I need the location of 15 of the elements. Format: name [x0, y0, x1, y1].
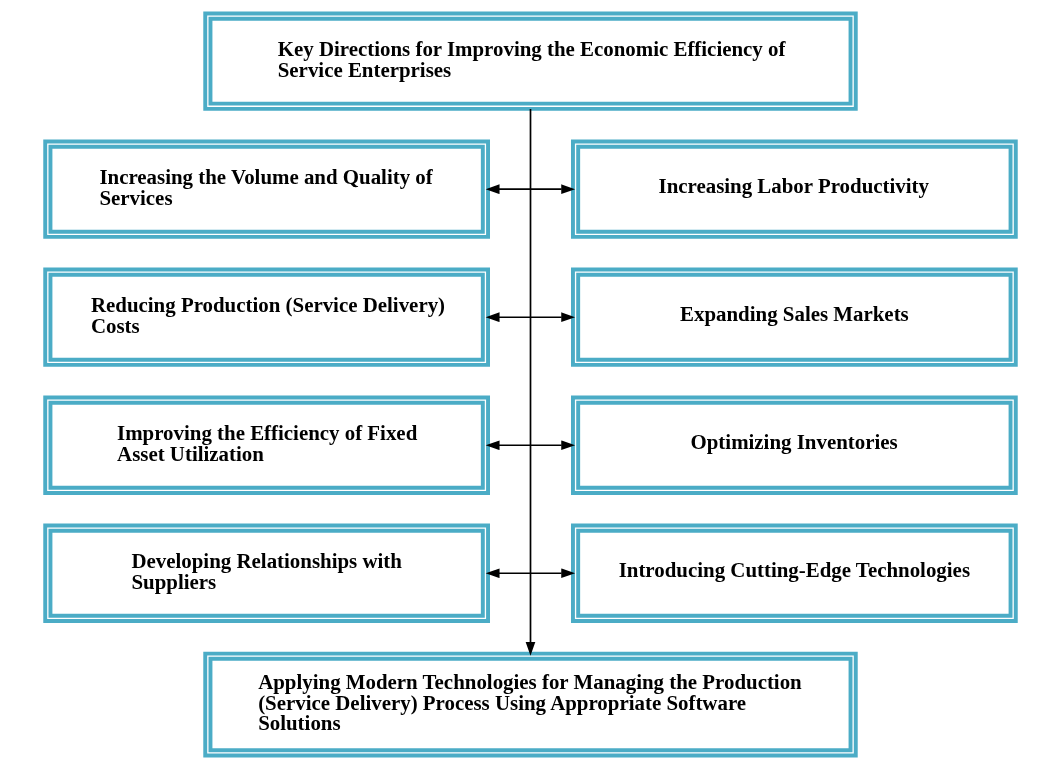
arrow	[485, 312, 575, 323]
node-box: Optimizing Inventories	[570, 395, 1018, 495]
arrow	[485, 568, 575, 579]
arrow	[485, 184, 575, 195]
arrow	[525, 108, 535, 656]
node-box: Increasing Labor Productivity	[570, 139, 1018, 239]
node-box: Introducing Cutting-Edge Technologies	[570, 523, 1018, 623]
node-box: Key Directions for Improving the Economic Efficiency of Service Enterprises	[202, 11, 858, 111]
node-box: Expanding Sales Markets	[570, 267, 1018, 367]
node-box: Applying Modern Technologies for Managing the Production (Service Delivery) Process Using Appropriate Software Solutions	[202, 651, 858, 758]
node-box: Increasing the Volume and Quality of Services	[42, 139, 490, 239]
node-box: Reducing Production (Service Delivery) Costs	[42, 267, 490, 367]
node-box: Developing Relationships with Suppliers	[42, 523, 490, 623]
node-box: Improving the Efficiency of Fixed Asset Utilization	[42, 395, 490, 495]
arrow	[485, 440, 575, 451]
